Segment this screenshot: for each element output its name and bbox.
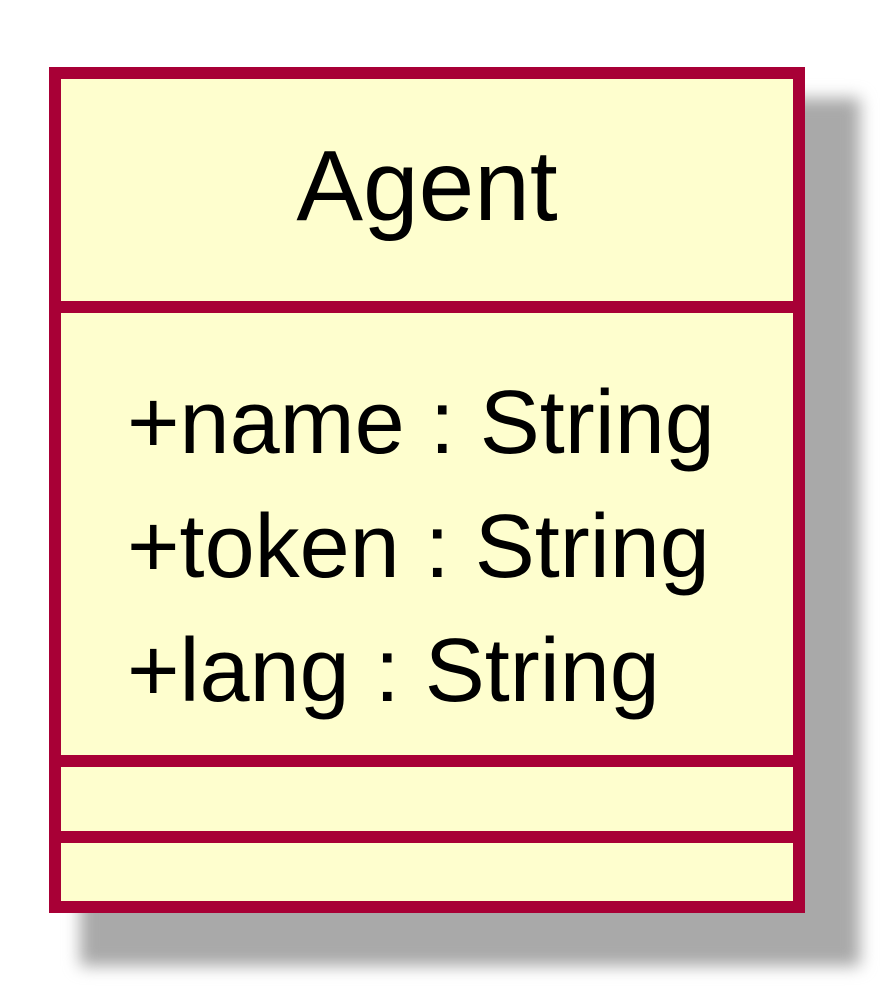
attribute-token: +token : String	[127, 497, 710, 597]
attributes-section: +name : String +token : String +lang : S…	[61, 313, 793, 755]
attributes-divider	[61, 755, 793, 767]
methods-divider	[61, 831, 793, 843]
class-header: Agent	[61, 79, 793, 301]
attribute-lang: +lang : String	[127, 621, 660, 721]
header-divider	[61, 301, 793, 313]
methods-section	[61, 767, 793, 831]
attribute-name: +name : String	[127, 373, 715, 473]
uml-class-agent: Agent +name : String +token : String +la…	[49, 67, 805, 913]
extra-section	[61, 843, 793, 901]
class-name: Agent	[296, 130, 558, 242]
